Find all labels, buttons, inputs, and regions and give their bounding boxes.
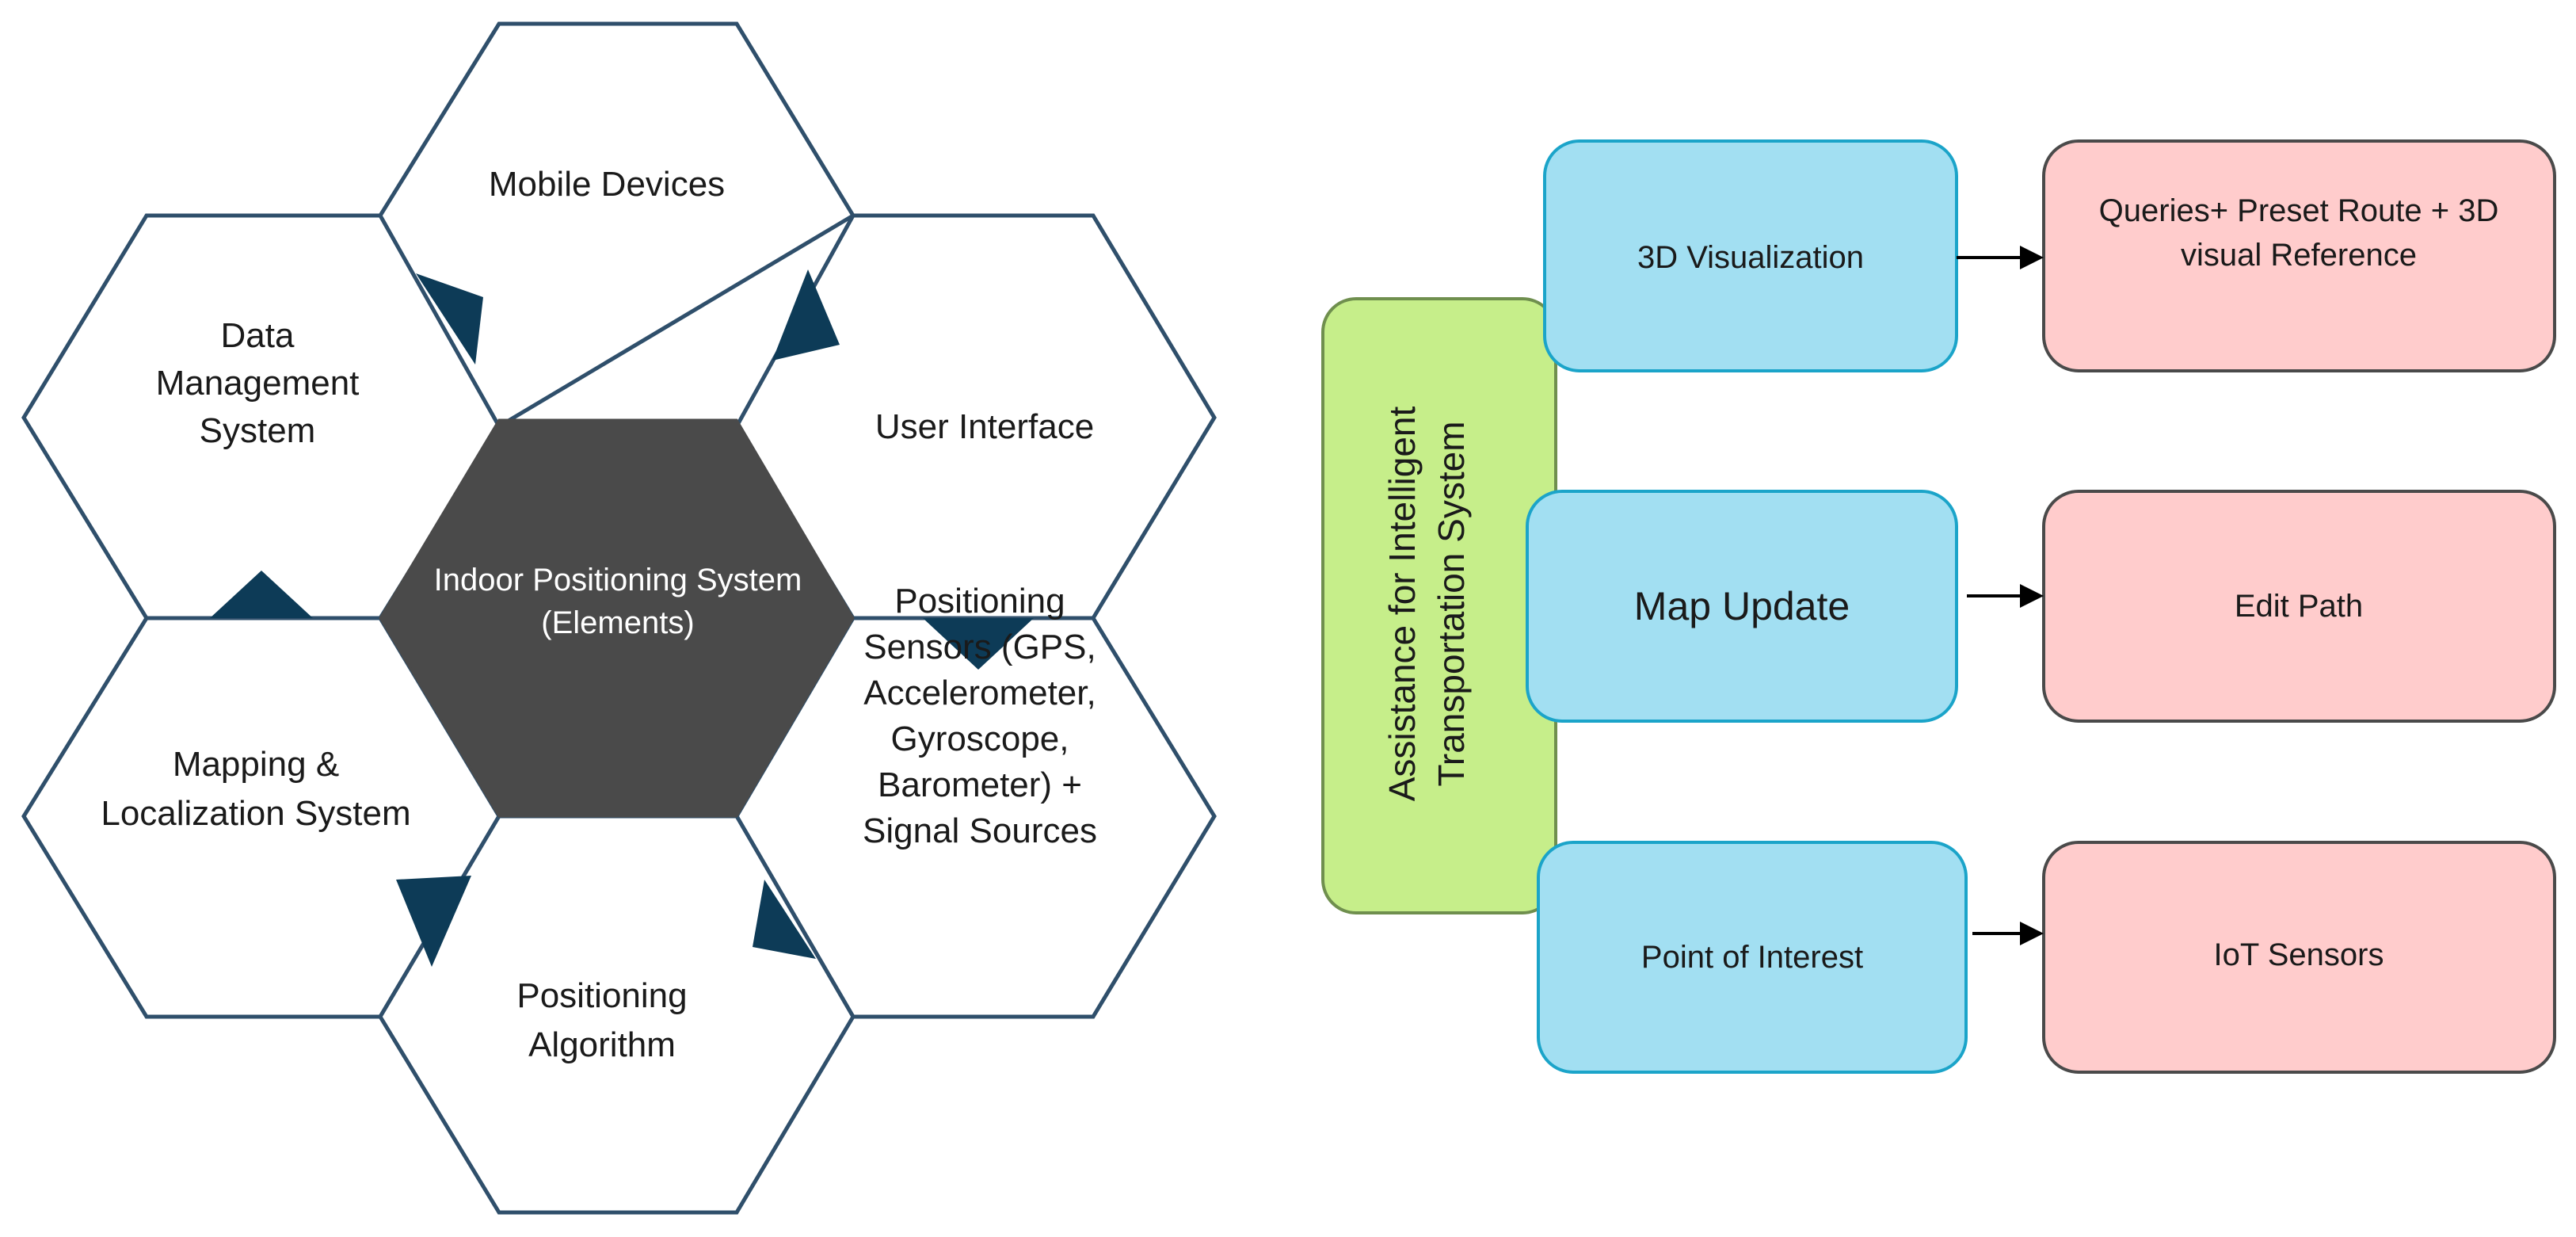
hex-label-lower-left: Mapping & Localization System	[101, 745, 410, 833]
feature-box-map-update[interactable]	[1526, 490, 1958, 723]
connector-triangle-1	[416, 273, 483, 365]
hex-label-center: Indoor Positioning System (Elements)	[434, 563, 802, 640]
result-box-queries[interactable]	[2042, 139, 2556, 372]
feature-label-map-update: Map Update	[1634, 584, 1850, 628]
hex-label-center-line-1: Indoor Positioning System	[434, 563, 802, 598]
hex-label-lower-right-line-6: Signal Sources	[863, 811, 1097, 850]
feature-label-point-of-interest-line-1: Point of Interest	[1641, 940, 1863, 975]
connector-triangle-3	[210, 571, 313, 618]
feature-box-point-of-interest[interactable]	[1537, 841, 1968, 1074]
hex-label-upper-left-line-3: System	[200, 411, 316, 450]
hex-label-bottom-line-1: Positioning	[516, 976, 687, 1015]
hex-label-lower-left-line-1: Mapping &	[173, 745, 339, 784]
hex-label-lower-right-line-3: Accelerometer,	[863, 674, 1096, 712]
result-label-queries: Queries+ Preset Route + 3D visual Referen…	[2099, 193, 2499, 273]
hex-label-upper-right-line-1: User Interface	[875, 407, 1094, 446]
hex-label-lower-left-line-2: Localization System	[101, 794, 410, 833]
hex-label-lower-right-line-5: Barometer) +	[878, 765, 1082, 804]
arrow-2	[1967, 584, 2044, 608]
hex-center[interactable]	[379, 418, 855, 818]
hex-label-upper-left-line-1: Data	[221, 316, 295, 355]
hex-label-upper-right: User Interface	[875, 407, 1094, 446]
connector-triangle-2	[772, 269, 840, 361]
hex-label-lower-right-line-4: Gyroscope,	[891, 720, 1069, 758]
feature-label-point-of-interest: Point of Interest	[1641, 940, 1863, 975]
feature-label-3d-visualization-line-1: 3D Visualization	[1637, 240, 1864, 275]
result-label-iot-sensors-line-1: IoT Sensors	[2214, 937, 2384, 972]
result-label-queries-line-2: visual Reference	[2181, 238, 2417, 273]
result-label-edit-path-line-1: Edit Path	[2235, 589, 2363, 624]
flow-diagram	[1321, 139, 2556, 1074]
hex-label-top: Mobile Devices	[489, 165, 725, 204]
feature-label-map-update-line-1: Map Update	[1634, 584, 1850, 628]
hex-label-top-line-1: Mobile Devices	[489, 165, 725, 204]
result-label-edit-path: Edit Path	[2235, 589, 2363, 624]
result-label-iot-sensors: IoT Sensors	[2214, 937, 2384, 972]
result-box-iot-sensors[interactable]	[2042, 841, 2556, 1074]
hex-label-lower-right-line-2: Sensors (GPS,	[863, 628, 1096, 666]
hex-label-upper-left-line-2: Management	[156, 364, 360, 403]
connector-triangle-4	[923, 618, 1034, 670]
result-box-edit-path[interactable]	[2042, 490, 2556, 723]
connector-triangle-5	[396, 876, 471, 967]
feature-label-3d-visualization: 3D Visualization	[1637, 240, 1864, 275]
hex-label-bottom-line-2: Algorithm	[528, 1025, 676, 1064]
arrow-1	[1957, 246, 2044, 269]
root-label-line-2: Transportation System	[1431, 421, 1472, 786]
arrow-3	[1972, 922, 2044, 945]
connector-triangle-6	[753, 880, 816, 959]
result-label-queries-line-1: Queries+ Preset Route + 3D	[2099, 193, 2499, 228]
hex-label-lower-right-line-1: Positioning	[894, 582, 1065, 620]
root-label-line-1: Assistance for Intelligent	[1381, 406, 1423, 801]
hex-label-center-line-2: (Elements)	[541, 605, 694, 640]
hexagon-cluster	[21, 21, 1217, 1215]
